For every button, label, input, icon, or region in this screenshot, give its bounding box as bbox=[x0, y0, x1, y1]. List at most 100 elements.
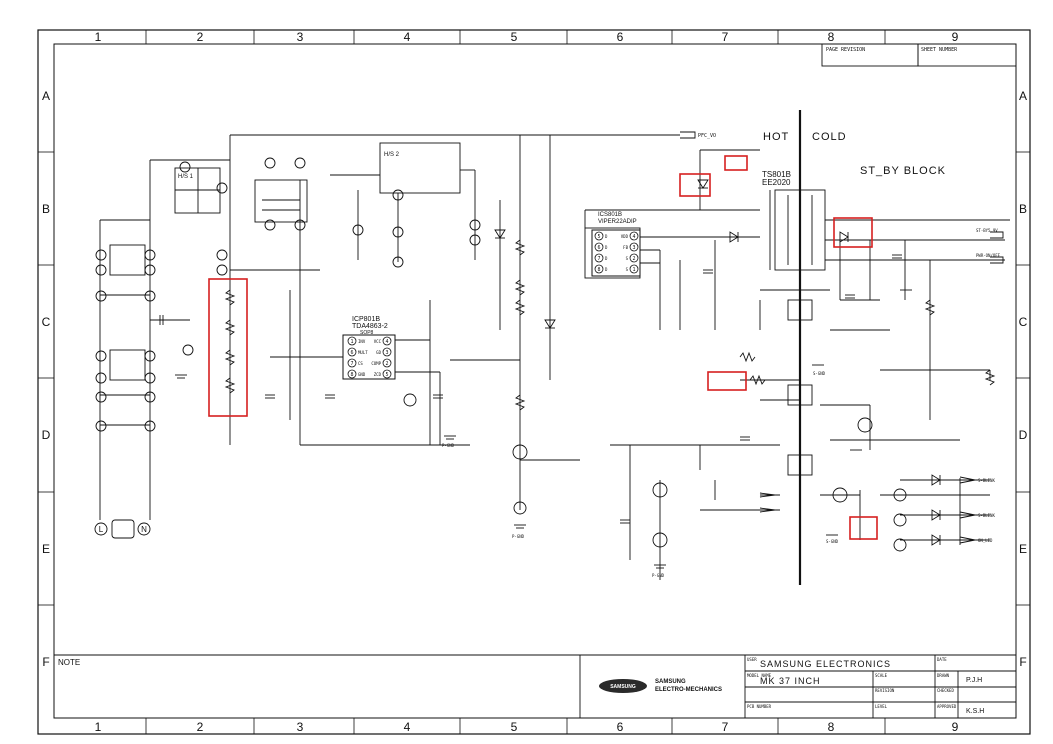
row-label-e-left: E bbox=[42, 542, 50, 556]
revision-label: REVISION bbox=[875, 688, 895, 693]
ic-right-pin-2-num: 2 bbox=[632, 256, 635, 262]
ic-upper-part-label: TDA4863-2 bbox=[352, 323, 388, 330]
pgnd-label-1: P-GND bbox=[442, 443, 455, 448]
pwr-on-off-label: PWR-ON/OFF bbox=[976, 253, 1001, 258]
highlight-opto-resistor bbox=[707, 371, 747, 391]
col-label-5-bottom: 5 bbox=[511, 720, 518, 734]
sgnd-label-2: S-GND bbox=[826, 539, 839, 544]
ic-upper-pin-3 bbox=[382, 347, 392, 357]
ic-right-pin-name-fb: FB bbox=[623, 245, 628, 250]
ic-upper-pin-7-num: 7 bbox=[350, 361, 353, 367]
ic-right-pin-3-num: 3 bbox=[632, 245, 635, 251]
ic-upper-pin-name-mult: MULT bbox=[358, 350, 368, 355]
ic-upper-pin-4 bbox=[382, 336, 392, 346]
ic-upper-pin-1-num: 1 bbox=[350, 339, 353, 345]
level-label: LEVEL bbox=[875, 704, 888, 709]
sheet-number-label: SHEET NUMBER bbox=[921, 47, 958, 53]
sheet-number-box bbox=[917, 43, 1017, 67]
component-marks bbox=[95, 131, 1004, 552]
col-label-2-bottom: 2 bbox=[197, 720, 204, 734]
ic-upper-pin-name-zcd: ZCD bbox=[374, 372, 382, 377]
model-value: MK 37 INCH bbox=[760, 676, 821, 686]
col-label-1-bottom: 1 bbox=[95, 720, 102, 734]
ic-upper-pin-5-num: 5 bbox=[385, 372, 388, 378]
circuit-wiring bbox=[94, 110, 1010, 585]
ic-upper-pin-1 bbox=[347, 336, 357, 346]
col-label-4-top: 4 bbox=[404, 30, 411, 44]
ic-upper-pin-name-cs: CS bbox=[358, 361, 363, 366]
col-label-6-bottom: 6 bbox=[617, 720, 624, 734]
ic-right-pin-4-num: 4 bbox=[632, 234, 635, 240]
ic-right-pin-name-d5: D bbox=[605, 234, 608, 239]
pgnd-label-2: P-GND bbox=[512, 534, 525, 539]
ic-upper-pin-name-vcc: VCC bbox=[374, 339, 382, 344]
date-label: DATE bbox=[937, 657, 947, 662]
ic-right-pin-name-d7: D bbox=[605, 256, 608, 261]
ic-upper-pin-name-comp: COMP bbox=[371, 361, 381, 366]
company-line-1: SAMSUNG bbox=[655, 679, 686, 685]
model-label: MODEL NAME bbox=[747, 673, 772, 678]
col-label-3-bottom: 3 bbox=[297, 720, 304, 734]
drawn-value: P.J.H bbox=[966, 677, 982, 684]
drawn-label: DRAWN bbox=[937, 673, 950, 678]
ic-upper-label: ICP801B bbox=[352, 316, 380, 323]
inner-border bbox=[53, 43, 1017, 719]
ic-upper-pin-4-num: 4 bbox=[385, 339, 388, 345]
ic-right-part-label: VIPER22ADIP bbox=[598, 219, 637, 225]
transformer-core-label: EE2020 bbox=[762, 178, 791, 187]
col-label-6-top: 6 bbox=[617, 30, 624, 44]
col-label-9-bottom: 9 bbox=[952, 720, 959, 734]
ic-upper-pin-2-num: 2 bbox=[385, 361, 388, 367]
ic-right-pin-name-d8: D bbox=[605, 267, 608, 272]
col-label-4-bottom: 4 bbox=[404, 720, 411, 734]
ic-upper-pin-name-gnd: GND bbox=[358, 372, 366, 377]
col-label-5-top: 5 bbox=[511, 30, 518, 44]
ic-upper-pin-2 bbox=[382, 358, 392, 368]
col-label-1-top: 1 bbox=[95, 30, 102, 44]
ic-upper-pin-6 bbox=[347, 347, 357, 357]
ic-right-pin-6 bbox=[594, 242, 604, 252]
pfc-out-label: PFC_VO bbox=[698, 133, 716, 139]
row-label-b-left: B bbox=[42, 202, 50, 216]
row-label-f-left: F bbox=[42, 655, 49, 669]
ic-right-pin-5-num: 5 bbox=[597, 234, 600, 240]
ic-right-pin-2 bbox=[629, 253, 639, 263]
sgnd-label-1: S-GND bbox=[813, 371, 826, 376]
highlight-boxes bbox=[208, 155, 878, 540]
row-label-a-left: A bbox=[42, 89, 50, 103]
pgnd-label-3: P-GND bbox=[652, 573, 665, 578]
top-grid-columns bbox=[145, 30, 886, 734]
ic-right-pin-name-s2: S bbox=[626, 256, 629, 261]
ic-upper-pin-8-num: 8 bbox=[350, 372, 353, 378]
ic-right-label: ICS801B bbox=[598, 212, 622, 218]
highlight-snubber-resistor bbox=[724, 155, 748, 171]
ic-upper-pin-6-num: 6 bbox=[350, 350, 353, 356]
col-label-2-top: 2 bbox=[197, 30, 204, 44]
ac-line-label: L bbox=[99, 525, 104, 534]
ic-upper: 1 6 7 8 4 3 2 5 INV MULT CS GND VCC GD C… bbox=[342, 334, 396, 380]
ic-right-pin-1-num: 1 bbox=[632, 267, 635, 273]
ic-upper-pin-3-num: 3 bbox=[385, 350, 388, 356]
outer-border bbox=[37, 29, 1031, 735]
col-label-7-bottom: 7 bbox=[722, 720, 729, 734]
s-blink-label: S-BLINK bbox=[978, 513, 995, 518]
bridge2-label: H/S 2 bbox=[384, 152, 400, 158]
col-label-8-bottom: 8 bbox=[828, 720, 835, 734]
row-label-a-right: A bbox=[1019, 89, 1027, 103]
note-label: NOTE bbox=[58, 658, 80, 667]
st-by-block-label: ST_BY BLOCK bbox=[860, 165, 946, 177]
row-label-c-left: C bbox=[42, 315, 51, 329]
transformer-label: TS801B bbox=[762, 170, 791, 179]
cold-label: COLD bbox=[812, 131, 847, 143]
ic-right-pin-3 bbox=[629, 242, 639, 252]
highlight-st-by-diode bbox=[833, 217, 873, 248]
ic-right-pin-8-num: 8 bbox=[597, 267, 600, 273]
ic-upper-sub-label: SOP8 bbox=[360, 330, 374, 336]
ic-right-pin-name-d6: D bbox=[605, 245, 608, 250]
col-label-3-top: 3 bbox=[297, 30, 304, 44]
ic-right-pin-7-num: 7 bbox=[597, 256, 600, 262]
row-label-e-right: E bbox=[1019, 542, 1027, 556]
row-ticks bbox=[38, 151, 1030, 606]
highlight-snubber-diode bbox=[679, 173, 711, 197]
ic-right-pin-6-num: 6 bbox=[597, 245, 600, 251]
